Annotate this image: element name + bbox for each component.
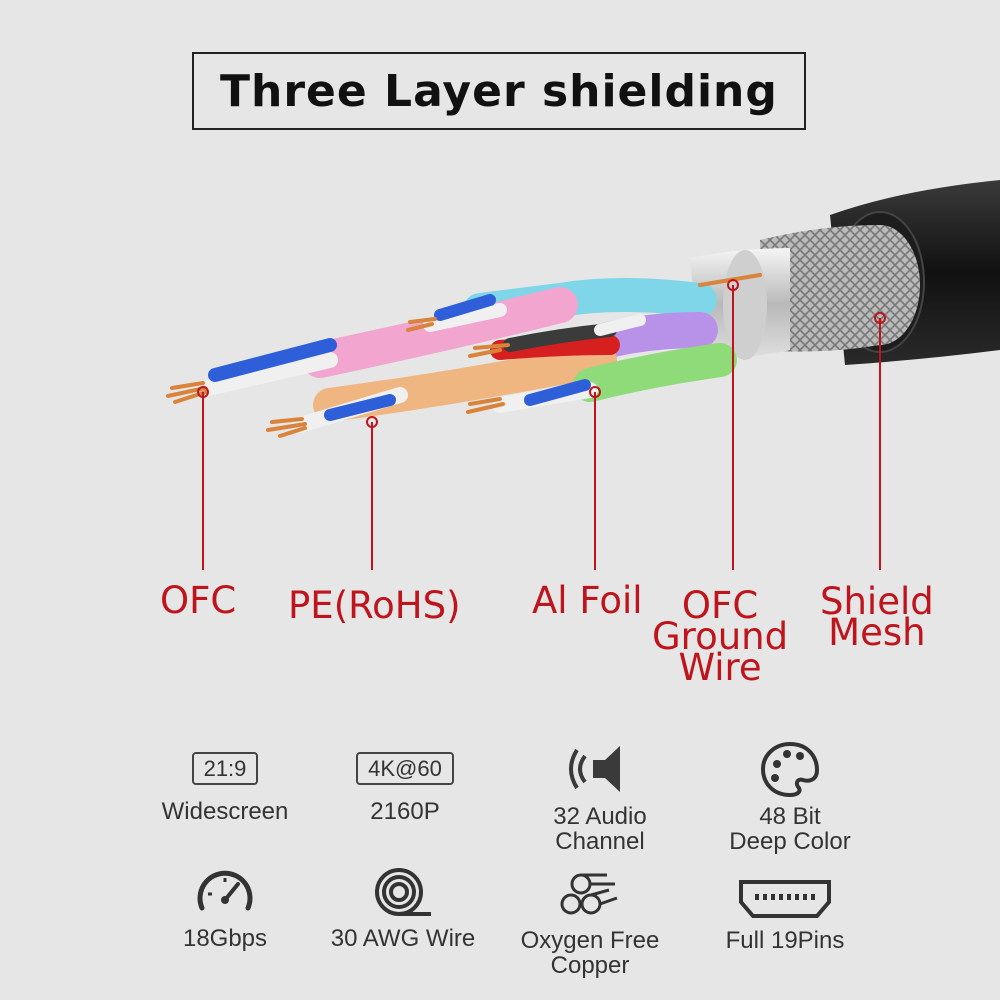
feature-label-line-2: Deep Color [729,828,851,855]
callout-ground-line-1: OFC [681,584,759,627]
callout-ofc-text: OFC [160,579,237,622]
feature-4k: 4K@60 2160P [335,752,475,824]
callout-mesh-line-1: Shield [820,580,934,623]
page-title: Three Layer shielding [220,65,778,117]
copper-rods-icon [560,873,618,915]
title-box: Three Layer shielding [192,52,806,130]
callout-ofc: OFC [160,582,236,619]
hdmi-port-icon [739,880,831,918]
aspect-ratio-badge-icon: 21:9 [191,752,259,785]
feature-deep-color: 48 Bit Deep Color [715,740,865,854]
cable-illustration [166,180,1000,570]
feature-widescreen: 21:9 Widescreen [150,752,300,824]
feature-label: Widescreen [161,798,289,825]
feature-bandwidth: 18Gbps [160,864,290,951]
feature-label-line-1: 48 Bit [759,803,821,830]
feature-label-line-2: Channel [555,828,645,855]
wire-coil-icon [375,868,431,916]
callout-ground-wire: OFC Ground Wire [652,584,789,689]
feature-copper: Oxygen Free Copper [510,870,670,978]
callout-pe-text: PE(RoHS) [288,584,461,627]
callout-shield-mesh: Shield Mesh [820,580,934,654]
callout-al-foil: Al Foil [532,582,643,619]
feature-label-line-1: Oxygen Free [520,927,660,954]
callout-leaders [197,279,886,570]
feature-awg: 30 AWG Wire [318,864,488,951]
feature-label: Full 19Pins [725,927,845,954]
callout-pe: PE(RoHS) [288,587,461,624]
feature-pins: Full 19Pins [710,876,860,953]
speedometer-icon [197,870,253,911]
copper-strands [166,273,762,438]
callout-ground-line-2: Ground [652,615,789,658]
palette-icon [760,741,820,798]
feature-audio: 32 Audio Channel [530,740,670,854]
feature-label: 18Gbps [182,925,268,952]
callout-foil-text: Al Foil [532,579,643,622]
feature-label: 30 AWG Wire [330,925,476,952]
twisted-pairs [192,278,737,433]
feature-label: 2160P [370,798,440,825]
feature-label-line-1: 32 Audio [553,803,647,830]
resolution-badge-icon: 4K@60 [356,752,454,785]
feature-label-line-2: Copper [550,952,630,979]
callout-mesh-line-2: Mesh [828,611,926,654]
callout-ground-line-3: Wire [678,646,762,689]
speaker-icon [569,746,620,792]
